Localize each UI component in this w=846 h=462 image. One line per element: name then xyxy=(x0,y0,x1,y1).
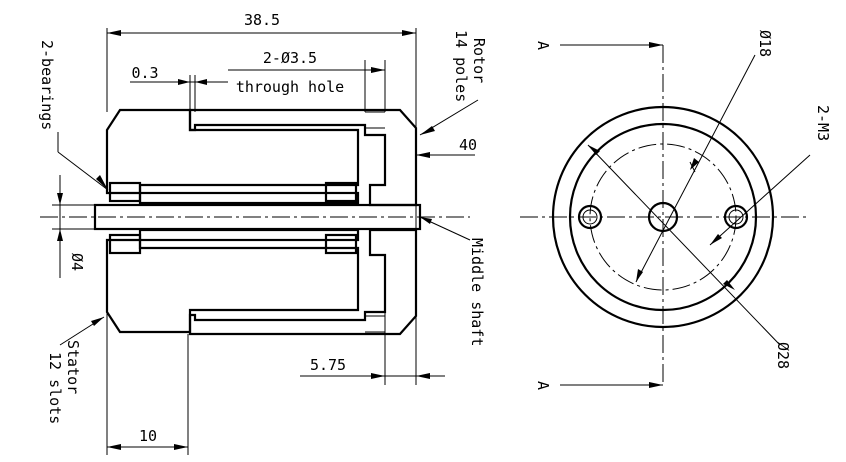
m3-hole-right xyxy=(723,204,749,230)
section-view: 38.5 2-Ø3.5 through hole 0.3 40 Ø4 5.75 xyxy=(38,11,488,455)
dim-shaft-label: Ø4 xyxy=(68,253,86,271)
dim-m3-label: 2-M3 xyxy=(814,105,832,141)
bearing-left-bottom xyxy=(108,233,142,255)
dim-length-label: 38.5 xyxy=(244,11,280,29)
outer-circle xyxy=(551,105,775,329)
rotor-label-2: 14 poles xyxy=(452,30,470,102)
bearing-left-top xyxy=(108,181,142,203)
rotor-label-1: Rotor xyxy=(470,38,488,83)
bearing-right-bottom xyxy=(324,233,358,255)
bearing-right-top xyxy=(324,181,358,203)
middle-shaft-label: Middle shaft xyxy=(468,238,486,346)
section-label-bottom: A xyxy=(534,381,552,390)
section-label-top: A xyxy=(534,41,552,50)
m3-hole-left xyxy=(577,204,603,230)
stator-label-2: 12 slots xyxy=(46,352,64,424)
dim-offset-label: 5.75 xyxy=(310,356,346,374)
dim-hole-label: 2-Ø3.5 xyxy=(263,49,317,67)
end-view: A A Ø18 2-M3 Ø28 xyxy=(520,30,832,390)
dim-d28-label: Ø28 xyxy=(774,342,792,369)
dim-d18-label: Ø18 xyxy=(756,30,774,57)
rotor-upper xyxy=(188,108,418,207)
dim-outer-label: 40 xyxy=(459,136,477,154)
dim-stator-label: 10 xyxy=(139,427,157,445)
stator-label-1: Stator xyxy=(64,340,82,394)
rotor-lower xyxy=(188,228,418,336)
bearings-label: 2-bearings xyxy=(38,40,56,130)
bolt-circle xyxy=(589,143,737,291)
stator-lower xyxy=(105,238,360,334)
stator-upper xyxy=(105,108,360,195)
dim-gap-label: 0.3 xyxy=(131,64,158,82)
dim-hole-note: through hole xyxy=(236,78,344,96)
rotor-circle xyxy=(568,122,758,312)
